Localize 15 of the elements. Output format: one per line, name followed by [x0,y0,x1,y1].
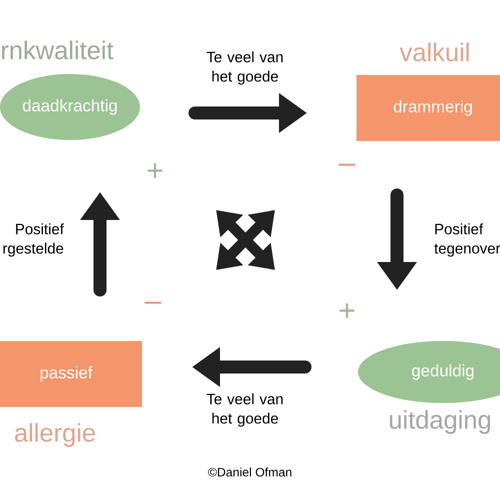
edge-label: Te veel van het goede [206,51,283,85]
minus-sign: – [338,164,356,166]
heading-text: uitdaging [390,410,490,434]
heading-text: rnkwaliteit [2,40,114,60]
process-box: drammerig [356,75,500,141]
heading-text: allergie [15,423,95,447]
process-box: passief [0,341,142,407]
edge-label: Positief tegenover [434,223,500,257]
plus-sign: + [340,303,354,318]
heading-text: valkuil [400,42,469,62]
copyright-text: ©Daniel Ofman [208,468,292,477]
plus-sign: + [148,163,162,178]
minus-sign: – [144,302,162,304]
edge-label: Te veel van het goede [206,393,283,427]
edge-label: Positief rgestelde [3,223,64,257]
